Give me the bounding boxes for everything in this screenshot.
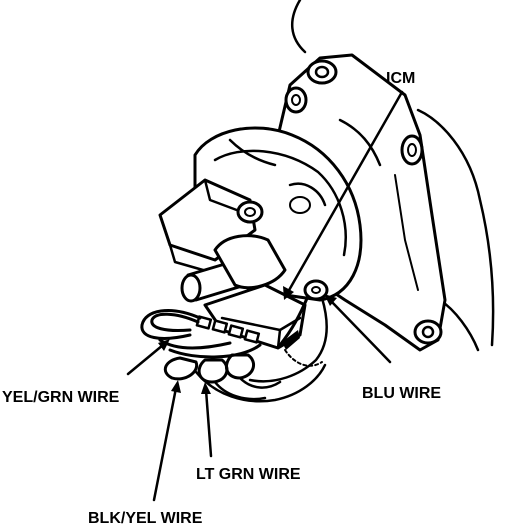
label-yel-grn-wire: YEL/GRN WIRE	[2, 389, 120, 406]
icm-module	[195, 283, 307, 350]
wire-harness	[140, 279, 329, 403]
label-icm: ICM	[386, 70, 415, 87]
leader-arrows	[126, 90, 404, 502]
label-blk-yel-wire: BLK/YEL WIRE	[88, 510, 203, 527]
distributor-shaft	[180, 234, 287, 303]
label-blu-wire: BLU WIRE	[362, 385, 441, 402]
label-lt-grn-wire: LT GRN WIRE	[196, 466, 301, 483]
